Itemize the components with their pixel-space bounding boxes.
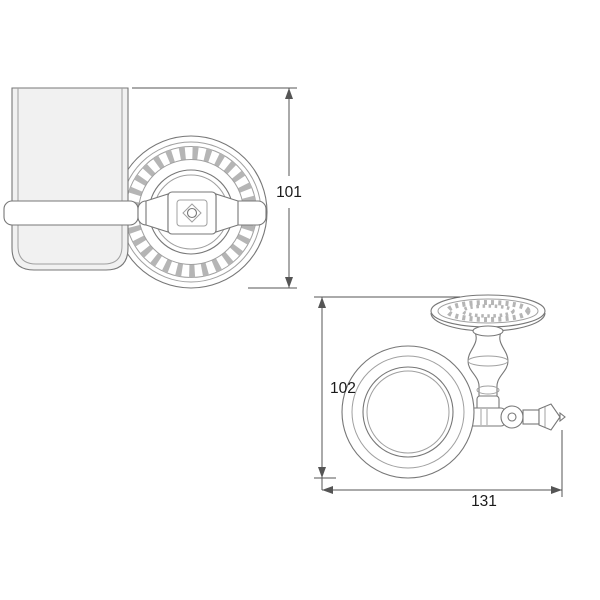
hub-center-jewel (186, 207, 198, 219)
tumbler-holder-side-view (3, 87, 268, 289)
dish-bowl-inner-ring (366, 370, 450, 454)
glass-tumbler (11, 87, 129, 271)
arm-right-segment (522, 409, 540, 425)
dimension-width-131: 131 (322, 430, 563, 510)
dish-rim-ring (351, 355, 465, 469)
plate-rim (437, 298, 539, 324)
arrowhead-left (322, 486, 333, 494)
dimension-height-101: 101 (132, 87, 302, 289)
plate-filigree-inner (461, 304, 515, 318)
soap-dish-perspective-view (341, 294, 566, 479)
end-knob (538, 403, 561, 431)
stem-collar (472, 325, 504, 337)
arrowhead-down (318, 467, 326, 478)
boss-center-screw (507, 412, 517, 422)
hub-diamond-ornament (182, 203, 202, 223)
dish-bowl-ring (362, 366, 454, 458)
tumbler-outer-wall (11, 87, 129, 271)
dimension-label-131: 131 (471, 493, 497, 510)
stem-ring-lower (476, 385, 500, 395)
dish-outer-ring (341, 345, 475, 479)
arrowhead-down (285, 277, 293, 288)
dimension-label-101: 101 (276, 184, 302, 201)
dimension-height-102: 102 (314, 296, 460, 490)
stem-baluster (467, 325, 509, 412)
arrowhead-up (318, 297, 326, 308)
mounting-arm (137, 191, 267, 235)
arm-flare-right (215, 193, 239, 233)
arrowhead-right (551, 486, 562, 494)
arm-hub-plate (167, 191, 217, 235)
arm-hub-inset (176, 199, 208, 227)
arrowhead-up (285, 88, 293, 99)
arm-flare-left (145, 193, 169, 233)
plate-filigree-ring (445, 300, 531, 322)
holder-ring-band (3, 200, 139, 226)
knob-tip (559, 411, 566, 423)
tumbler-inner-wall (17, 88, 123, 265)
arm-center-boss (500, 405, 524, 429)
stem-ring-upper (467, 355, 509, 367)
soap-dish (341, 345, 475, 479)
dimension-label-102: 102 (330, 380, 356, 397)
